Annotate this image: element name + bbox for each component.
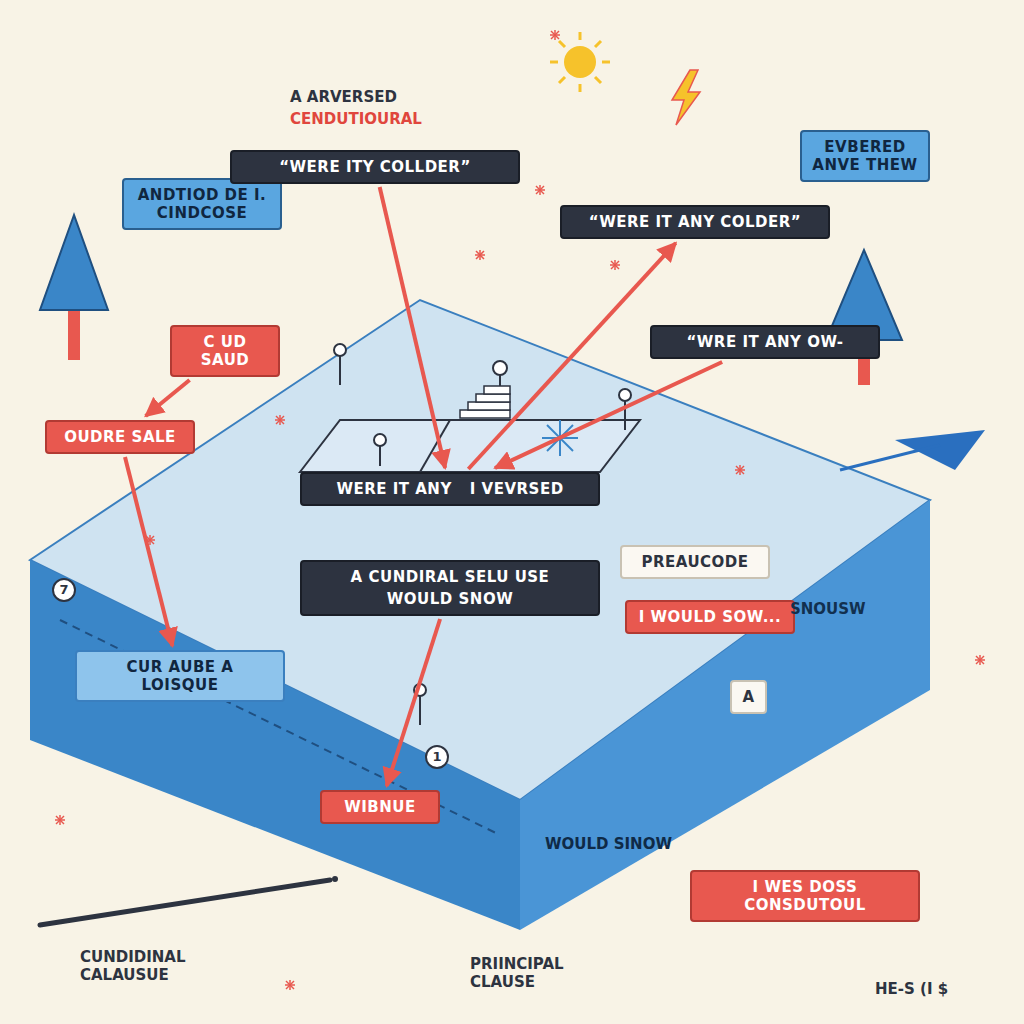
label-box: I WOULD SOW...: [625, 600, 795, 634]
label-box: ANDTIOD DE I. CINDCOSE: [122, 178, 282, 230]
lightning: [672, 70, 700, 125]
arrow-connector: [125, 457, 172, 646]
label-box: I WES DOSS CONSDUTOUL: [690, 870, 920, 922]
box-text: I WES DOSS CONSDUTOUL: [702, 878, 908, 914]
text-label: PRIINCIPAL CLAUSE: [470, 955, 600, 991]
block-top: [300, 420, 640, 472]
box-text: A: [742, 688, 754, 706]
text-label: WOULD SINOW: [545, 835, 672, 853]
arrow-connector: [495, 362, 722, 468]
dashed-line: [60, 620, 500, 835]
box-text: WIBNUE: [344, 798, 416, 816]
box-text: EVBERED ANVE THEW: [812, 138, 918, 174]
text-label: CENDUTIOURAL: [290, 110, 422, 128]
arrow-connector: [380, 187, 445, 468]
text-label: HE-S (I $: [875, 980, 948, 998]
text-label: CUNDIDINAL CALAUSUE: [80, 948, 210, 984]
pen: [40, 876, 338, 925]
text-label: SNOUSW: [790, 600, 866, 618]
label-box: WIBNUE: [320, 790, 440, 824]
box-text: A CUNDIRAL SELU USE: [351, 568, 550, 586]
sun: [550, 32, 610, 92]
box-text: “WRE IT ANY OW-: [686, 333, 843, 351]
label-box: EVBERED ANVE THEW: [800, 130, 930, 182]
text-label: A ARVERSED: [290, 88, 397, 106]
figures: [334, 344, 631, 725]
quote-bar: “WERE IT ANY COLDER”: [560, 205, 830, 239]
arrow-connector: [468, 243, 675, 469]
tree-right: [826, 250, 902, 385]
box-text: CUR AUBE A LOISQUE: [87, 658, 273, 694]
box-text: OUDRE SALE: [64, 428, 176, 446]
label-box: CUR AUBE A LOISQUE: [75, 650, 285, 702]
box-text: ANDTIOD DE I. CINDCOSE: [134, 186, 270, 222]
box-text: I WOULD SOW...: [639, 608, 781, 626]
stairs: [460, 386, 510, 418]
label-box: PREAUCODE: [620, 545, 770, 579]
blue-arrow: [895, 430, 985, 470]
box-text: I VEVRSED: [470, 480, 564, 498]
label-box: C UD SAUD: [170, 325, 280, 377]
box-text: C UD SAUD: [182, 333, 268, 369]
label-box: A: [730, 680, 767, 714]
box-text: “WERE ITY COLLDER”: [279, 158, 471, 176]
quote-bar: WERE IT ANY I VEVRSED: [300, 472, 600, 506]
quote-bar: A CUNDIRAL SELU USE WOULD SNOW: [300, 560, 600, 616]
box-text: “WERE IT ANY COLDER”: [589, 213, 801, 231]
tree-left: [40, 215, 108, 360]
arrow-connector: [146, 380, 190, 416]
snow-dots: [55, 30, 985, 990]
blue-arrow-shaft: [840, 445, 940, 470]
box-text: PREAUCODE: [641, 553, 748, 571]
callout-number: 1: [425, 745, 449, 769]
callout-number: 7: [52, 578, 76, 602]
quote-bar: “WRE IT ANY OW-: [650, 325, 880, 359]
label-box: OUDRE SALE: [45, 420, 195, 454]
quote-bar: “WERE ITY COLLDER”: [230, 150, 520, 184]
box-text: WERE IT ANY: [336, 480, 451, 498]
box-text: WOULD SNOW: [387, 590, 513, 608]
